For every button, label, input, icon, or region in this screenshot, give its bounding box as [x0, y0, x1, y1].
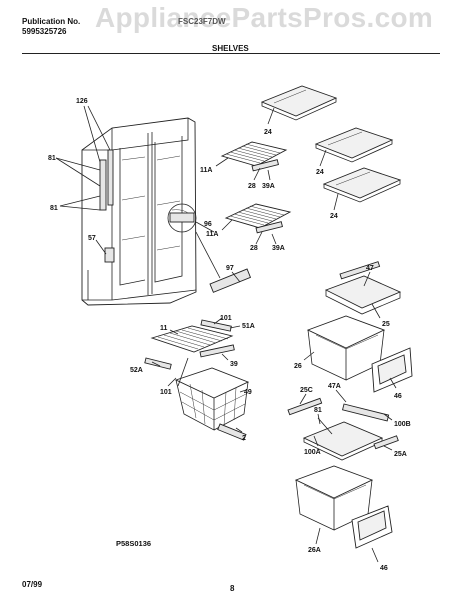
glass-shelf-24-b [314, 127, 394, 163]
callout-25c: 25C [300, 387, 313, 394]
callout-25a: 25A [394, 451, 407, 458]
callout-24-a: 24 [264, 129, 272, 136]
crisper-front-46-upper [371, 347, 413, 393]
deli-cover-assembly [287, 397, 399, 461]
callout-81-lower: 81 [50, 205, 58, 212]
footer-date: 07/99 [22, 580, 43, 589]
publication-number: 5995325726 [22, 27, 67, 36]
callout-39: 39 [230, 361, 238, 368]
callout-81-drawer: 81 [314, 407, 322, 414]
callout-labels: 126 81 81 57 96 97 24 24 24 11A 28 39A 1… [48, 98, 411, 572]
detail-circle-96 [167, 203, 221, 279]
publication-label: Publication No. [22, 17, 81, 26]
callout-2: 2 [242, 435, 246, 442]
callout-96: 96 [204, 221, 212, 228]
glass-shelf-24-a [260, 85, 338, 121]
callout-47: 47 [366, 265, 374, 272]
glass-shelf-24-c [322, 167, 402, 203]
callout-52a: 52A [130, 367, 143, 374]
section-title: SHELVES [212, 44, 249, 53]
callout-100b: 100B [394, 421, 411, 428]
callout-97: 97 [226, 265, 234, 272]
drawing-number: P58S0136 [116, 539, 151, 548]
leader-lines [55, 105, 397, 563]
part-97 [209, 268, 252, 293]
callout-28-upper: 28 [248, 183, 256, 190]
callout-101-lower: 101 [160, 389, 172, 396]
callout-49: 49 [244, 389, 252, 396]
callout-126: 126 [76, 98, 88, 105]
callout-81-upper: 81 [48, 155, 56, 162]
deli-front-46-lower [351, 505, 393, 549]
cabinet [81, 117, 197, 306]
callout-100a: 100A [304, 449, 321, 456]
crisper-cover-47 [324, 261, 402, 315]
callout-11a-lower: 11A [206, 231, 218, 238]
callout-47a: 47A [328, 383, 341, 390]
callout-26: 26 [294, 363, 302, 370]
callout-46-lower: 46 [380, 565, 388, 572]
crisper-drawer-26 [306, 315, 386, 381]
wire-shelf-11a-upper [220, 141, 288, 172]
footer-page-number: 8 [230, 584, 235, 593]
callout-46-upper: 46 [394, 393, 402, 400]
wire-basket-49 [174, 367, 250, 441]
callout-24-b: 24 [316, 169, 324, 176]
callout-26a: 26A [308, 547, 321, 554]
callout-28-lower: 28 [250, 245, 258, 252]
callout-25: 25 [382, 321, 390, 328]
callout-51a: 51A [242, 323, 255, 330]
wire-shelf-11a-lower [224, 203, 292, 234]
callout-101-upper: 101 [220, 315, 232, 322]
callout-57: 57 [88, 235, 96, 242]
wire-shelf-11 [144, 319, 235, 370]
callout-11a-upper: 11A [200, 167, 212, 174]
header-rule [22, 53, 440, 54]
callout-24-c: 24 [330, 213, 338, 220]
watermark: AppliancePartsPros.com [95, 2, 434, 33]
model-number: FSC23F7DW [178, 17, 226, 26]
callout-39a-lower: 39A [272, 245, 285, 252]
callout-39a-upper: 39A [262, 183, 275, 190]
callout-11: 11 [160, 325, 168, 332]
